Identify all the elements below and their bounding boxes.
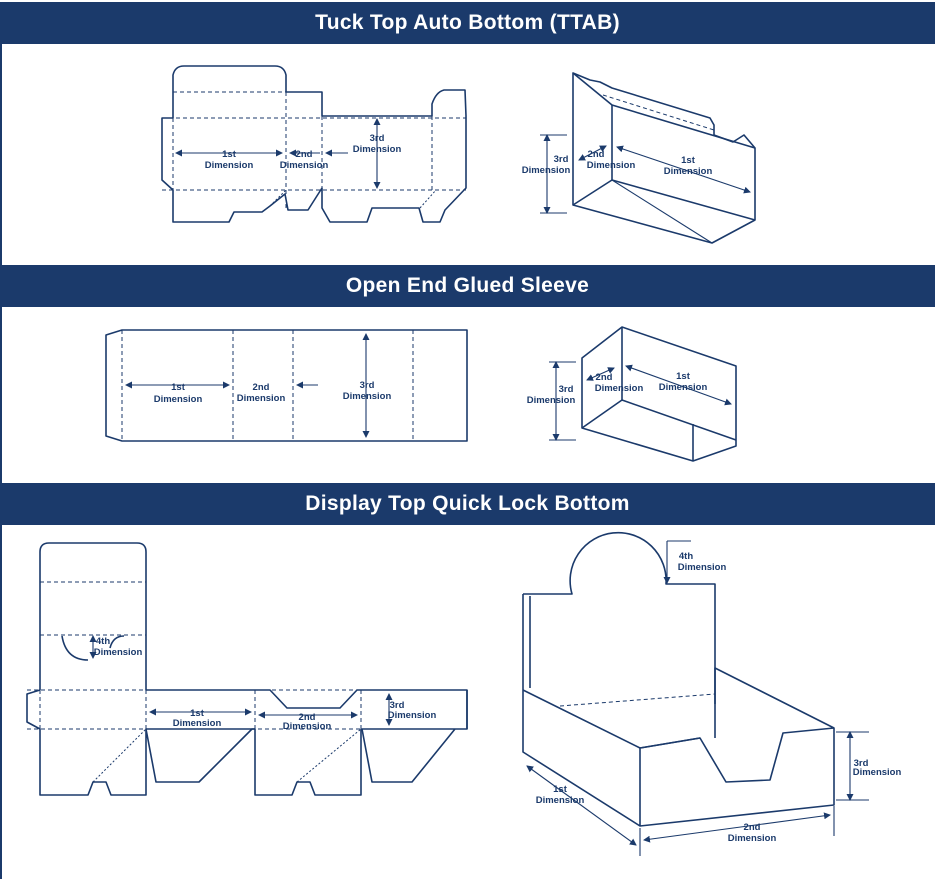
dim2-label: 2nd [596, 372, 613, 383]
dim3-label: Dimension [343, 391, 392, 402]
section-header-sleeve: Open End Glued Sleeve [0, 265, 935, 307]
dim1-label: Dimension [173, 718, 222, 729]
dim1-label: Dimension [659, 382, 708, 393]
dim3-label: Dimension [522, 165, 571, 176]
dim1-label: 1st [676, 371, 691, 382]
dim2-label: 2nd [744, 822, 761, 833]
section-title: Open End Glued Sleeve [345, 274, 590, 297]
dim1-label: 1st [553, 784, 568, 795]
dim1-label: 1st [171, 382, 186, 393]
dim3-label: 3rd [854, 758, 869, 769]
ttab-box-diagram: 1st Dimension 2nd Dimension 3rd Dimensio… [522, 72, 756, 244]
dim3-label: 3rd [559, 384, 574, 395]
panel-border [0, 525, 2, 879]
dim2-label: Dimension [280, 160, 329, 171]
dim1-label: Dimension [536, 795, 585, 806]
dim2-label: Dimension [283, 721, 332, 732]
dim2-label: 2nd [588, 149, 605, 160]
dim1-label: 1st [190, 708, 205, 719]
dim2-label: 2nd [299, 712, 316, 723]
sleeve-flat-diagram: 1st Dimension 2nd Dimension 3rd Dimensio… [105, 329, 468, 442]
dim2-label: Dimension [587, 160, 636, 171]
dim4-label: Dimension [678, 562, 727, 573]
dim1-label: Dimension [205, 160, 254, 171]
dim3-label: Dimension [388, 710, 437, 721]
dim3-label: Dimension [527, 395, 576, 406]
dim3-label: 3rd [390, 700, 405, 711]
dim2-label: Dimension [595, 383, 644, 394]
dim2-label: 2nd [296, 149, 313, 160]
display-flat-diagram: 4th Dimension 1st Dimension 2nd Dimensio… [26, 542, 468, 796]
dim4-label: 4th [679, 551, 693, 562]
panel-border [0, 44, 2, 265]
dim2-label: Dimension [237, 393, 286, 404]
panel-border [0, 307, 2, 483]
section-header-display: Display Top Quick Lock Bottom [0, 483, 935, 525]
dim1-label: Dimension [664, 166, 713, 177]
dim1-label: 1st [681, 155, 696, 166]
dim3-label: Dimension [853, 767, 902, 778]
dim2-label: Dimension [728, 833, 777, 844]
section-title: Tuck Top Auto Bottom (TTAB) [315, 11, 620, 34]
dim1-label: 1st [222, 149, 237, 160]
dim4-label: 4th [96, 636, 110, 647]
dim2-label: 2nd [253, 382, 270, 393]
sleeve-box-diagram: 1st Dimension 2nd Dimension 3rd Dimensio… [527, 326, 737, 462]
dim1-label: Dimension [154, 394, 203, 405]
section-header-ttab: Tuck Top Auto Bottom (TTAB) [0, 2, 935, 44]
dim3-label: 3rd [360, 380, 375, 391]
dim3-label: Dimension [353, 144, 402, 155]
ttab-flat-diagram: 1st Dimension 2nd Dimension 3rd Dimensio… [161, 65, 467, 223]
dim3-label: 3rd [554, 154, 569, 165]
dim4-label: Dimension [94, 647, 143, 658]
section-title: Display Top Quick Lock Bottom [305, 492, 630, 515]
display-box-diagram: 4th Dimension 3rd Dimension 1st Dimensio… [522, 531, 902, 856]
dim3-label: 3rd [370, 133, 385, 144]
